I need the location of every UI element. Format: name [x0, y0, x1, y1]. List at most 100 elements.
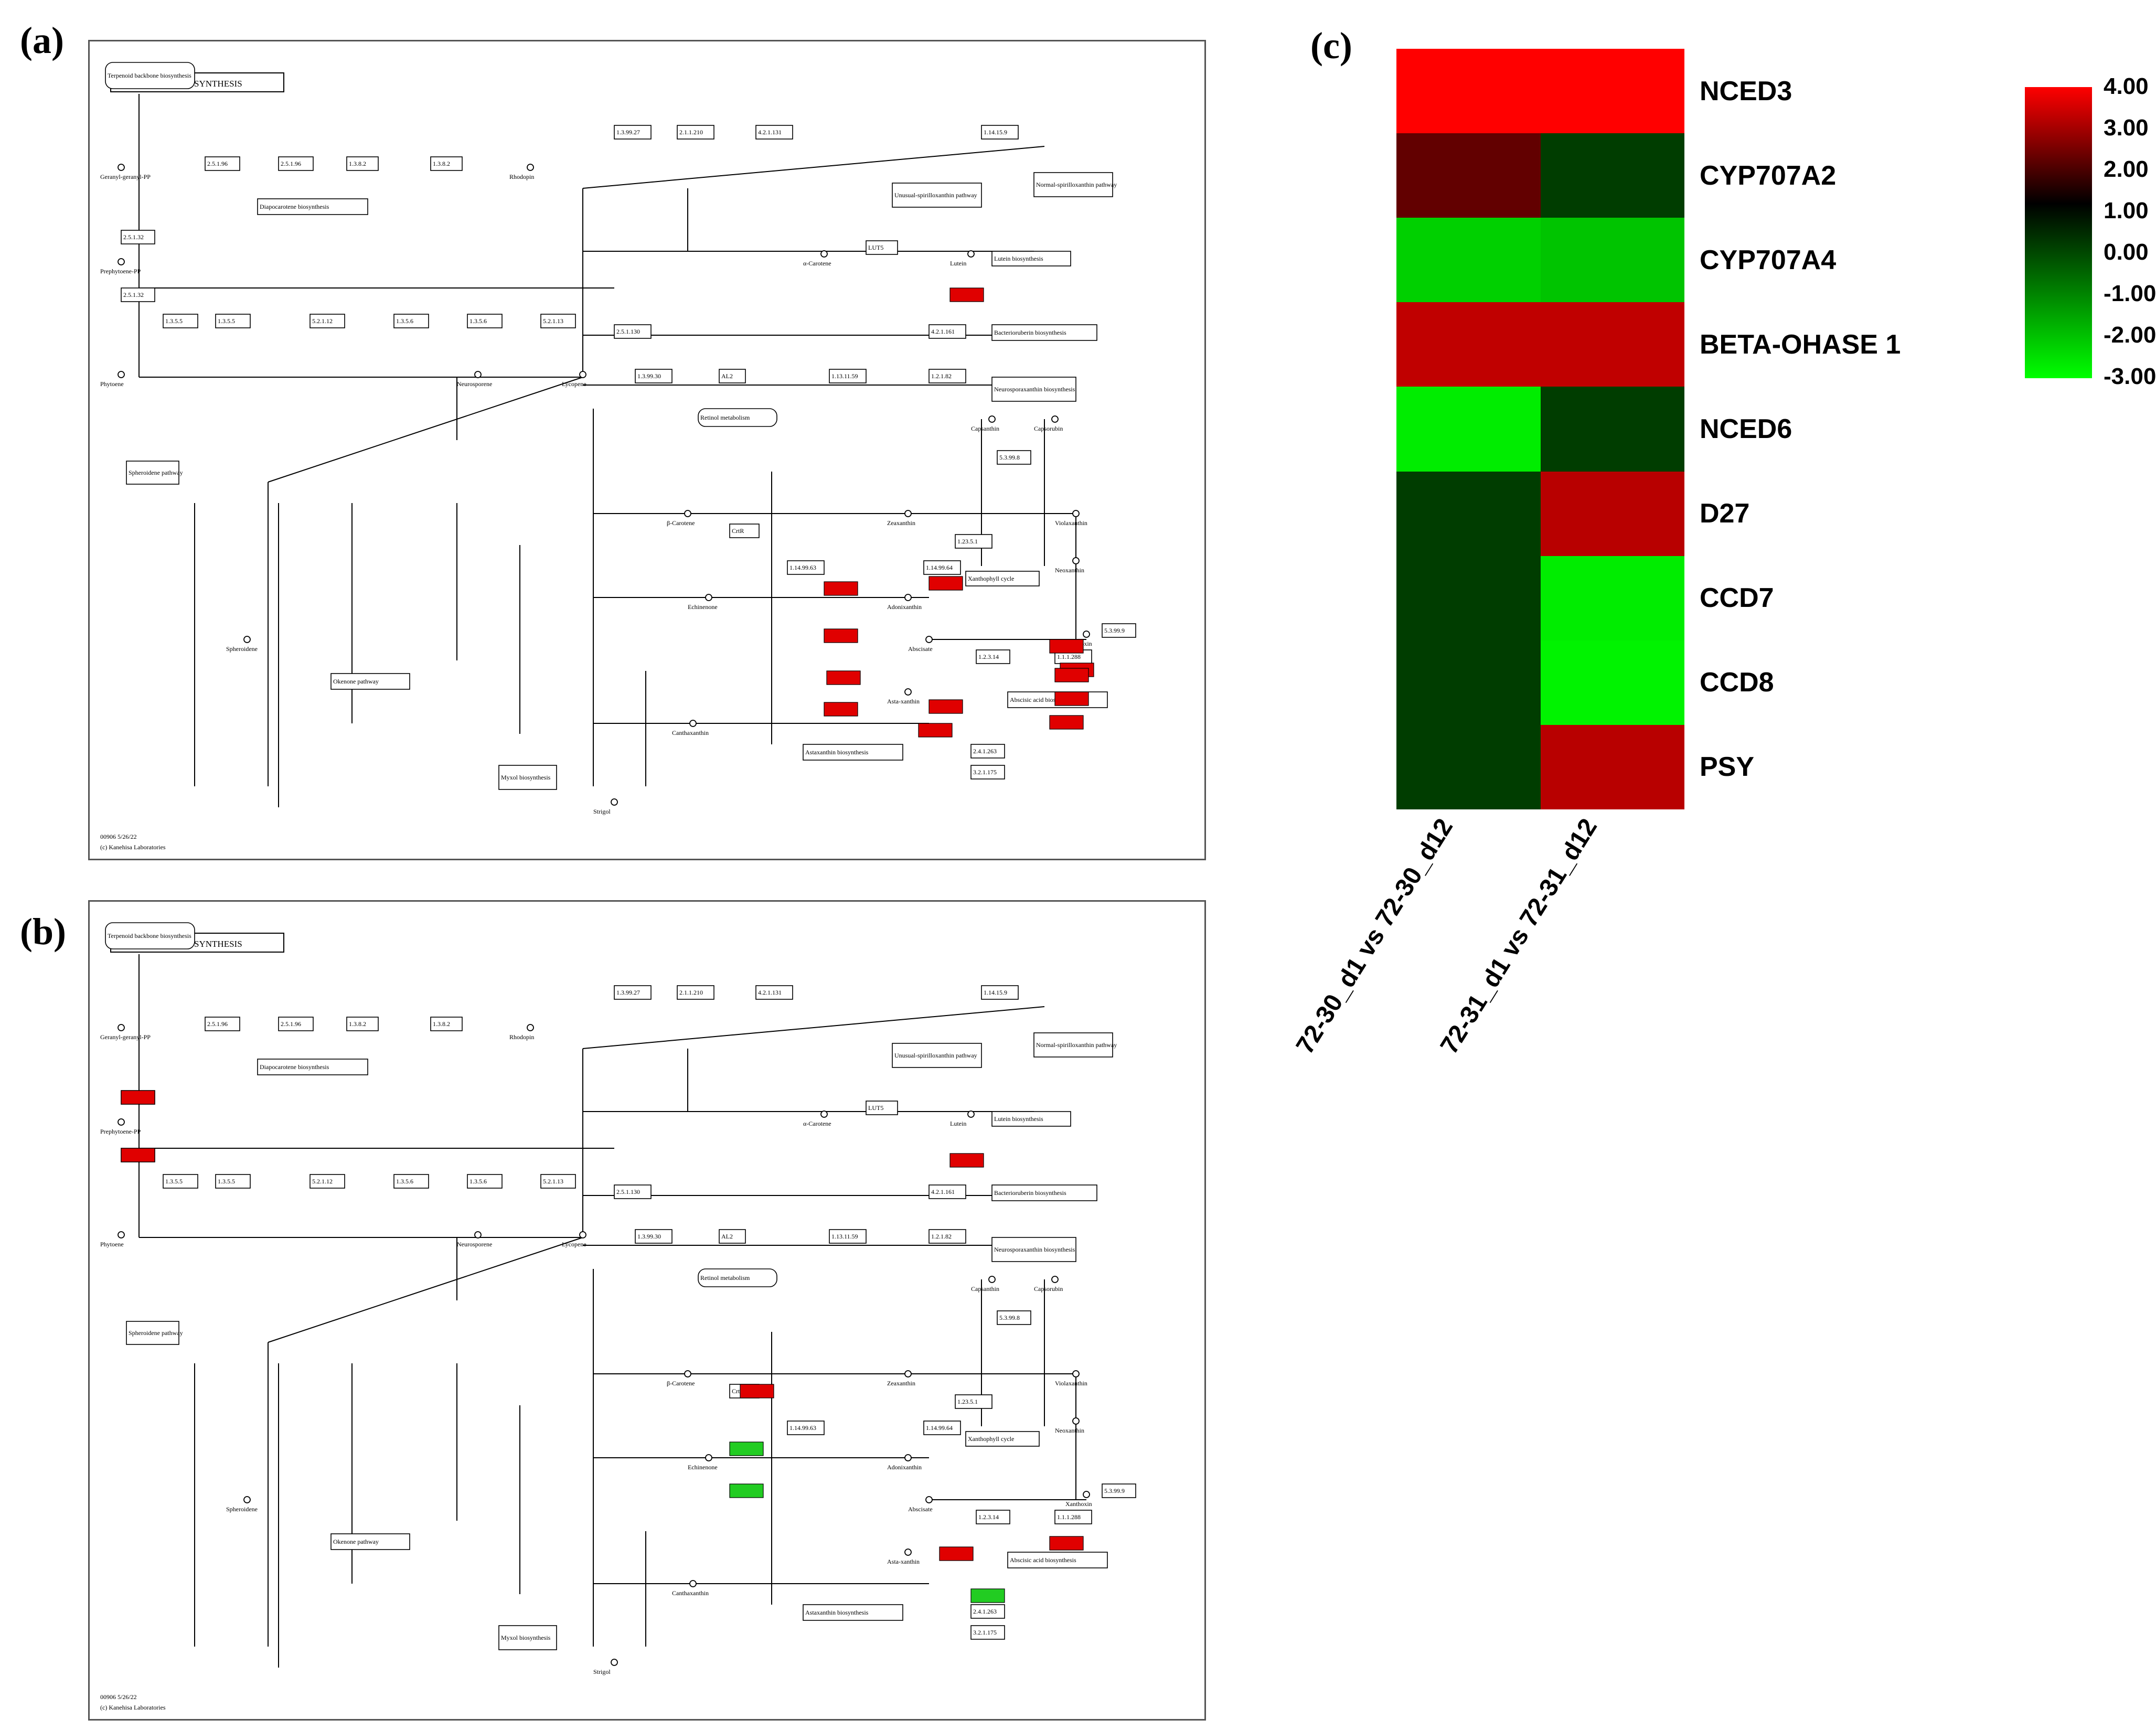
enzyme-box [677, 985, 714, 1000]
enzyme-label: 2.4.1.263 [973, 747, 997, 755]
enzyme-box [205, 156, 240, 171]
enzyme-label: 1.3.8.2 [433, 160, 450, 167]
enzyme-label: Normal-spirilloxanthin pathway [1036, 181, 1117, 188]
enzyme-label: 2.5.1.32 [123, 291, 144, 298]
heatmap-cell [1540, 133, 1684, 218]
gene-label: NCED6 [1700, 414, 1792, 444]
enzyme-label: 1.3.8.2 [349, 160, 366, 167]
highlighted-enzyme [740, 1384, 774, 1398]
heatmap-cell [1396, 471, 1541, 557]
enzyme-label: 1.14.15.9 [984, 989, 1007, 996]
enzyme-box [965, 1431, 1040, 1447]
gene-label: CCD7 [1700, 583, 1774, 614]
compound-node [904, 1549, 912, 1556]
enzyme-label: 1.1.1.288 [1057, 1513, 1081, 1521]
compound-label: Xanthoxin [1065, 1500, 1092, 1508]
enzyme-box [614, 985, 652, 1000]
highlighted-enzyme [729, 1441, 764, 1456]
enzyme-label: 2.5.1.130 [616, 1188, 640, 1195]
compound-label: Capsorubin [1034, 425, 1063, 432]
compound-label: Capsanthin [971, 1285, 999, 1293]
compound-label: Spheroidene [226, 1505, 258, 1513]
map-footer-date: 00906 5/26/22 [100, 833, 137, 840]
compound-node [611, 1659, 618, 1666]
enzyme-box [163, 1174, 198, 1189]
highlighted-enzyme [824, 702, 858, 717]
enzyme-label: 1.23.5.1 [957, 1398, 978, 1405]
enzyme-box [215, 314, 251, 328]
compound-node [925, 1496, 933, 1503]
enzyme-label: 2.5.1.96 [281, 160, 301, 167]
compound-node [705, 594, 712, 601]
compound-label: Capsanthin [971, 425, 999, 432]
enzyme-box [498, 765, 557, 790]
compound-label: Geranyl-geranyl-PP [100, 1033, 151, 1041]
enzyme-label: 2.5.1.130 [616, 328, 640, 335]
compound-node [1072, 1370, 1080, 1377]
compound-label: Echinenone [688, 603, 718, 611]
enzyme-label: 5.2.1.13 [543, 317, 563, 325]
compound-node [527, 1024, 534, 1031]
enzyme-label: Retinol metabolism [700, 1274, 750, 1282]
enzyme-label: 5.2.1.12 [312, 1178, 333, 1185]
highlighted-enzyme [918, 723, 953, 738]
enzyme-box [955, 534, 992, 549]
enzyme-label: LUT5 [868, 1104, 883, 1112]
compound-label: Capsorubin [1034, 1285, 1063, 1293]
enzyme-label: 4.2.1.161 [931, 328, 955, 335]
compound-label: Abscisate [908, 1505, 933, 1513]
panel-label-a: (a) [20, 19, 64, 61]
enzyme-label: 1.3.5.6 [396, 317, 413, 325]
compound-label: Lycopene [562, 380, 586, 388]
enzyme-label: 1.2.1.82 [931, 372, 952, 380]
heatmap-cell [1540, 640, 1684, 725]
enzyme-label: Terpenoid backbone biosynthesis [108, 72, 191, 79]
enzyme-box [126, 1321, 179, 1345]
enzyme-box [866, 240, 898, 255]
compound-node [527, 164, 534, 171]
enzyme-box [393, 1174, 429, 1189]
enzyme-box [991, 1111, 1071, 1127]
color-scale-tick: 0.00 [2104, 239, 2149, 265]
compound-node [988, 1276, 996, 1283]
enzyme-label: 1.14.99.63 [789, 564, 816, 571]
enzyme-box [787, 560, 825, 575]
enzyme-label: 1.3.8.2 [433, 1020, 450, 1028]
enzyme-box [997, 450, 1031, 465]
enzyme-label: 5.2.1.12 [312, 317, 333, 325]
heatmap-cell [1396, 387, 1541, 472]
compound-label: Adonixanthin [887, 1464, 922, 1471]
compound-node [243, 636, 251, 643]
enzyme-box [635, 369, 673, 383]
heatmap-cell [1540, 724, 1684, 810]
enzyme-box [614, 125, 652, 140]
enzyme-label: Myxol biosynthesis [501, 1634, 551, 1641]
highlighted-enzyme [970, 1588, 1005, 1603]
compound-label: Zeaxanthin [887, 1380, 915, 1387]
enzyme-box [719, 1229, 746, 1244]
heatmap-cell [1396, 302, 1541, 387]
enzyme-box [330, 673, 410, 690]
enzyme-label: 2.1.1.210 [679, 989, 703, 996]
enzyme-box [970, 744, 1005, 759]
highlighted-enzyme [826, 670, 861, 685]
compound-label: Rhodopin [509, 1033, 534, 1041]
compound-node [820, 1110, 828, 1118]
enzyme-label: 1.3.99.27 [616, 989, 640, 996]
gene-label: CCD8 [1700, 667, 1774, 698]
enzyme-box [121, 287, 155, 302]
highlighted-enzyme [949, 287, 984, 302]
enzyme-label: 5.3.99.8 [999, 454, 1020, 461]
enzyme-label: Terpenoid backbone biosynthesis [108, 932, 191, 939]
compound-node [118, 258, 125, 265]
enzyme-label: 3.2.1.175 [973, 1629, 997, 1636]
enzyme-box [970, 1625, 1005, 1640]
gene-label: BETA-OHASE 1 [1700, 329, 1901, 360]
compound-label: Adonixanthin [887, 603, 922, 611]
compound-label: Canthaxanthin [672, 1589, 709, 1597]
enzyme-label: 1.14.99.64 [926, 1424, 953, 1432]
pathway-edge [582, 1006, 1045, 1049]
enzyme-label: 5.3.99.9 [1104, 1487, 1125, 1494]
enzyme-label: 2.1.1.210 [679, 129, 703, 136]
